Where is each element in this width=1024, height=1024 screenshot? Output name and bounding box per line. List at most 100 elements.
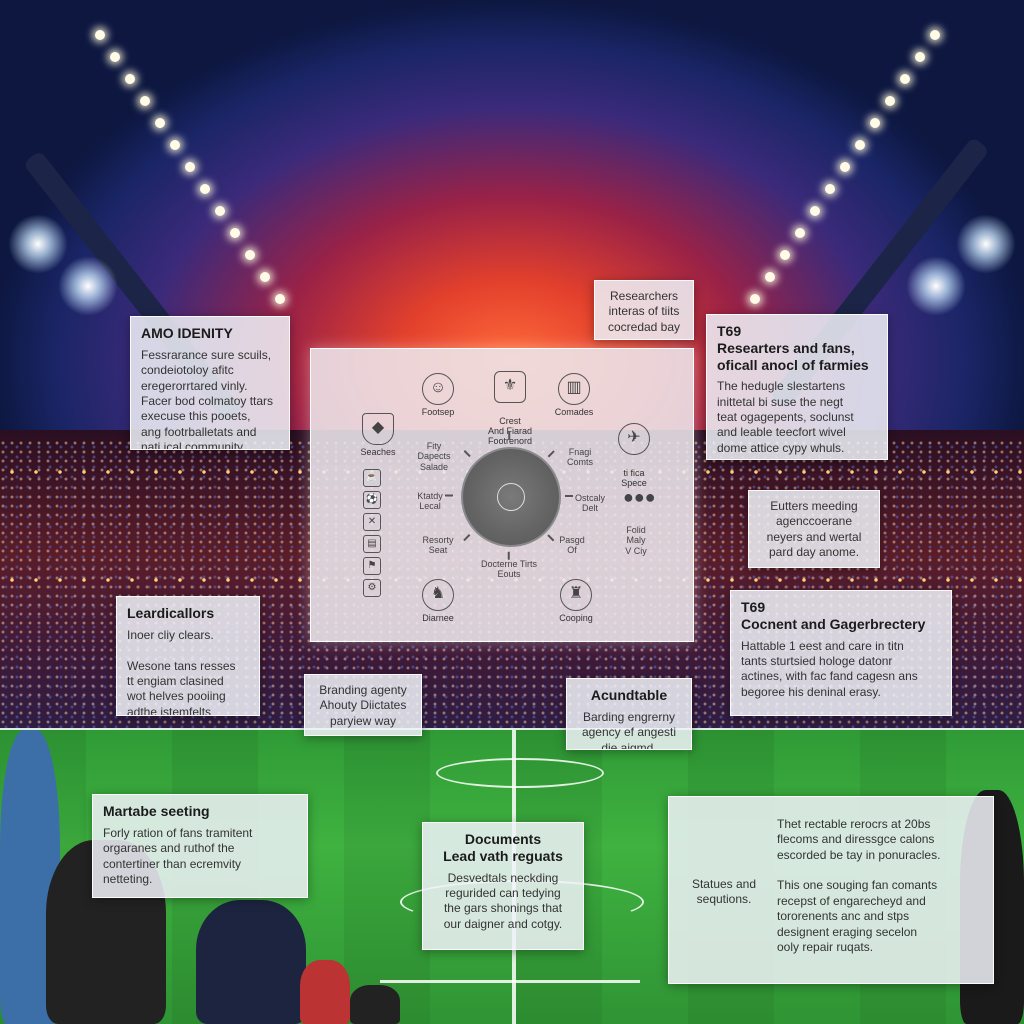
pitch-stripe: [344, 728, 430, 1024]
floodlight-bulb: [915, 52, 925, 62]
ball-icon: ⚽: [363, 491, 381, 509]
node-crest: ⚜ Crest And Fiarad Footrenord: [475, 361, 545, 447]
card-body: Researchers interas of tiits cocredad ba…: [607, 289, 681, 334]
settings-icon: ⚙: [363, 579, 381, 597]
figure-icon: ♜: [560, 579, 592, 611]
statues-column: Statues and sequtions.: [679, 877, 769, 908]
card-body: The hedugle slestartens inittetal bi sus…: [717, 379, 854, 455]
card-title: Leardicallors: [127, 605, 215, 621]
goal-line: [380, 980, 640, 983]
card-acundtable: Acundtable Barding engrerny agency ef an…: [566, 678, 692, 750]
floodlight-bulb: [125, 74, 135, 84]
mascot-icon: ♞: [422, 579, 454, 611]
spectator: [196, 900, 306, 1024]
floodlight-bulb: [155, 118, 165, 128]
card-body: Branding agenty Ahouty Diictates paryiew…: [319, 683, 407, 728]
card-body: Barding engrerny agency ef angesti die a…: [581, 709, 677, 750]
card-body: Thet rectable rerocrs at 20bs flecoms an…: [777, 817, 941, 954]
diagram-tag: Fnagi Comts: [566, 447, 593, 468]
floodlight-bulb: [140, 96, 150, 106]
floodlight-bulb: [245, 250, 255, 260]
card-body: Forly ration of fans tramitent orgaranes…: [103, 825, 253, 886]
node-comades: ▥ Comades: [539, 373, 609, 417]
card-documents: Documents Lead vath reguats Desvedtals n…: [422, 822, 584, 950]
card-researchers-top: Researchers interas of tiits cocredad ba…: [594, 280, 694, 340]
floodlight-bulb: [780, 250, 790, 260]
card-rectable: Statues and sequtions. Thet rectable rer…: [668, 796, 994, 984]
card-title: T69 Researters and fans, oficall anocl o…: [717, 323, 869, 373]
node-crowd: ●●●: [603, 483, 673, 515]
rectable-column: Thet rectable rerocrs at 20bs flecoms an…: [777, 817, 987, 955]
floodlight-bulb: [900, 74, 910, 84]
floodlight-bulb: [230, 228, 240, 238]
spectator: [350, 985, 400, 1024]
floodlight-bulb: [215, 206, 225, 216]
card-leardicallors: Leardicallors Inoer cliy clears. Wesone …: [116, 596, 260, 716]
card-title: Documents Lead vath reguats: [443, 831, 563, 864]
diagram-tag: Folid Maly V Ciy: [625, 525, 647, 556]
floodlight-bulb: [930, 30, 940, 40]
floodlight-bulb: [750, 294, 760, 304]
floodlight-bulb: [870, 118, 880, 128]
floodlight-bulb: [840, 162, 850, 172]
hub-tick: [463, 449, 470, 457]
card-body: Inoer cliy clears. Wesone tans resses tt…: [127, 627, 236, 716]
card-title: Acundtable: [590, 687, 668, 703]
floodlight-bulb: [95, 30, 105, 40]
bird-icon: ✈: [618, 423, 650, 456]
shield-icon: ◆: [362, 413, 394, 445]
stripes-icon: ▥: [558, 373, 590, 405]
cup-icon: ☕: [363, 469, 381, 487]
floodlight-bulb: [185, 162, 195, 172]
diagram-tag: Docterne Tirts Eouts: [480, 559, 538, 580]
diagram-tag: Ktatdy Lecal: [417, 491, 443, 512]
flare-left-2: [58, 256, 118, 316]
card-title: AMO IDENITY: [141, 325, 233, 341]
card-title: T69 Cocnent and Gagerbrectery: [741, 599, 926, 632]
diagram-tag: Resorty Seat: [422, 535, 454, 556]
floodlight-bulb: [275, 294, 285, 304]
card-title: Martabe seeting: [103, 803, 210, 819]
spectator: [300, 960, 350, 1024]
node-seaches: ◆ Seaches: [343, 413, 413, 457]
card-body: Desvedtals neckding regurided can tedyin…: [443, 870, 563, 931]
floodlight-bulb: [170, 140, 180, 150]
floodlight-bulb: [810, 206, 820, 216]
diagram-tag: Fity Dapects Salade: [417, 441, 451, 472]
floodlight-bulb: [765, 272, 775, 282]
card-amo-identity: AMO IDENITY Fessrarance sure scuils, con…: [130, 316, 290, 450]
crowd-icon: ●●●: [623, 487, 656, 507]
diagram-tag: Ostcaly Delt: [574, 493, 605, 514]
flare-right: [956, 214, 1016, 274]
crest-icon: ⚜: [494, 371, 526, 404]
floodlight-bulb: [855, 140, 865, 150]
touchline: [0, 728, 1024, 730]
hub-tick: [565, 495, 573, 497]
card-cocnent: T69 Cocnent and Gagerbrectery Hattable 1…: [730, 590, 952, 716]
card-martabe: Martabe seeting Forly ration of fans tra…: [92, 794, 308, 898]
card-body: Eutters meeding agenccoerane neyers and …: [766, 499, 862, 560]
floodlight-bulb: [200, 184, 210, 194]
flag-icon: ⚑: [363, 557, 381, 575]
floodlight-bulb: [110, 52, 120, 62]
ticket-icon: ▤: [363, 535, 381, 553]
floodlight-bulb: [825, 184, 835, 194]
card-body: Hattable 1 eest and care in titn tants s…: [741, 638, 918, 699]
floodlight-bulb: [795, 228, 805, 238]
floodlight-bulb: [260, 272, 270, 282]
node-tifica: ✈ ti fica Spece: [599, 413, 669, 488]
floodlight-bulb: [885, 96, 895, 106]
node-footsep: ☺ Footsep: [403, 373, 473, 417]
node-coping: ♜ Cooping: [541, 579, 611, 623]
card-body: Statues and sequtions.: [691, 877, 757, 907]
tools-icon: ✕: [363, 513, 381, 531]
flare-right-2: [906, 256, 966, 316]
flare-left: [8, 214, 68, 274]
node-diarnee: ♞ Diarnee: [403, 579, 473, 623]
card-branding-agency: Branding agenty Ahouty Diictates paryiew…: [304, 674, 422, 736]
fan-icon: ☺: [422, 373, 454, 405]
centre-circle: [436, 758, 604, 788]
diagram-tag: Pasgd Of: [559, 535, 585, 556]
brand-diagram: ☺ Footsep ⚜ Crest And Fiarad Footrenord …: [310, 348, 694, 642]
card-eutters: Eutters meeding agenccoerane neyers and …: [748, 490, 880, 568]
